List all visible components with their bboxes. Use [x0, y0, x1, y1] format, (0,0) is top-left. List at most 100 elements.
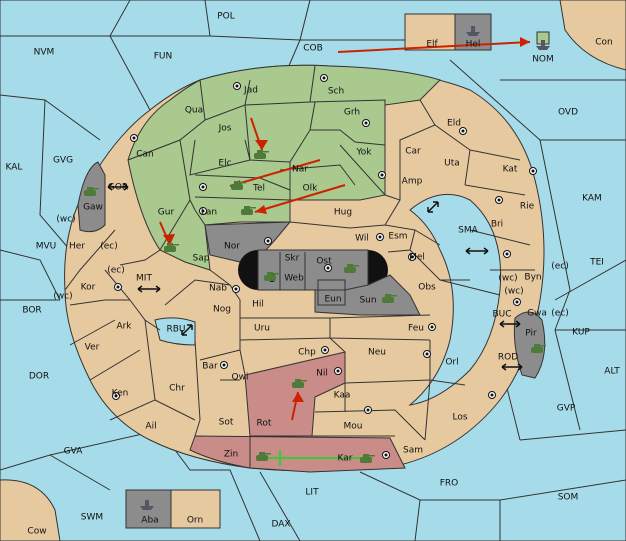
army-unit-sun[interactable]: [382, 294, 397, 303]
label-dax: DAX: [271, 520, 290, 530]
order-olk-lan: [254, 184, 346, 213]
label-ken: Ken: [112, 389, 129, 399]
coast-label-gwa-ec: (ec): [551, 309, 569, 319]
label-gur: Gur: [158, 208, 175, 218]
coast-label-gwa-wc: (wc): [504, 287, 523, 297]
label-cow: Cow: [27, 527, 46, 537]
label-fun: FUN: [154, 52, 173, 62]
units: [84, 26, 550, 510]
label-som: SOM: [558, 493, 579, 503]
label-nvm: NVM: [34, 48, 55, 58]
label-elc: Elc: [218, 159, 231, 169]
internal-borders: [64, 65, 535, 468]
territory-zin-kar: [189, 435, 406, 473]
label-sam: Sam: [403, 446, 423, 456]
territory-elf[interactable]: [404, 13, 456, 51]
label-gor: GOR: [108, 183, 128, 193]
army-unit-zin[interactable]: [256, 452, 271, 461]
army-unit-tel[interactable]: [231, 181, 246, 190]
connection-arrows: [107, 183, 523, 371]
label-gvp: GVP: [557, 404, 576, 414]
label-car: Car: [405, 147, 421, 157]
label-esm: Esm: [388, 232, 407, 242]
label-ovd: OVD: [558, 108, 578, 118]
label-obs: Obs: [418, 283, 436, 293]
label-jad: Jad: [243, 86, 258, 96]
order-arrows: [159, 41, 531, 421]
label-hil: Hil: [252, 300, 264, 310]
fleet-unit-hel[interactable]: [466, 26, 480, 36]
army-unit-gaw[interactable]: [84, 187, 99, 196]
army-unit-elc[interactable]: [254, 150, 269, 159]
label-web: Web: [284, 274, 304, 284]
label-kal: KAL: [6, 163, 23, 173]
label-nom: NOM: [532, 55, 554, 65]
label-kaa: Kaa: [334, 391, 351, 401]
label-gaw: Gaw: [83, 203, 103, 213]
northeast-land: [404, 0, 626, 71]
army-unit-sap[interactable]: [164, 243, 179, 252]
label-ver: Ver: [85, 343, 100, 353]
green-region: [127, 64, 441, 271]
label-hug: Hug: [334, 208, 352, 218]
label-lan: Lan: [201, 208, 217, 218]
label-byn: Byn: [524, 273, 541, 283]
label-olk: Olk: [303, 184, 319, 194]
label-bar: Bar: [202, 362, 218, 372]
label-qwi: Qwi: [232, 373, 249, 383]
fleet-unit-nom[interactable]: [536, 40, 550, 50]
label-ost: Ost: [316, 257, 332, 267]
label-kam: KAM: [582, 194, 602, 204]
army-unit-ost[interactable]: [344, 264, 359, 273]
label-neu: Neu: [368, 348, 386, 358]
army-unit-web[interactable]: [264, 272, 279, 281]
label-kar: Kar: [338, 454, 353, 464]
label-mel: Mel: [409, 253, 425, 263]
label-qua: Qua: [185, 106, 203, 116]
label-kat: Kat: [503, 165, 518, 175]
army-unit-lan[interactable]: [241, 206, 256, 215]
label-sap: Sap: [193, 254, 210, 264]
label-grh: Grh: [344, 108, 360, 118]
coast-label-byn-wc: (wc): [498, 274, 517, 284]
label-bor: BOR: [22, 306, 41, 316]
label-uta: Uta: [444, 159, 460, 169]
supply-centers: [112, 74, 537, 459]
label-cob: COB: [303, 44, 323, 54]
label-amp: Amp: [402, 177, 423, 187]
label-zin: Zin: [224, 450, 238, 460]
label-nor: Nor: [224, 242, 240, 252]
label-sma: SMA: [458, 226, 478, 236]
label-eld: Eld: [447, 119, 461, 129]
label-fro: FRO: [440, 479, 459, 489]
territory-cow[interactable]: [0, 479, 61, 541]
label-tel: Tel: [252, 184, 265, 194]
label-kup: KUP: [572, 328, 590, 338]
army-unit-pir[interactable]: [531, 344, 546, 353]
label-orn: Orn: [187, 516, 203, 526]
label-aba: Aba: [141, 516, 158, 526]
label-sch: Sch: [328, 87, 344, 97]
label-ail: Ail: [145, 422, 156, 432]
label-rod: ROD: [498, 353, 518, 363]
label-mvu: MVU: [36, 242, 57, 252]
label-jos: Jos: [218, 124, 232, 134]
label-feu: Feu: [408, 324, 424, 334]
label-alt: ALT: [604, 367, 620, 377]
fleet-unit-aba[interactable]: [140, 500, 154, 510]
label-pol: POL: [217, 12, 235, 22]
territory-pir[interactable]: [513, 311, 546, 379]
label-chr: Chr: [169, 384, 185, 394]
army-unit-nil[interactable]: [292, 379, 307, 388]
territory-orn[interactable]: [170, 489, 221, 529]
order-cob-nom: [337, 41, 531, 53]
label-nab: Nab: [209, 284, 227, 294]
territory-gaw[interactable]: [77, 161, 106, 233]
label-rie: Rie: [520, 202, 535, 212]
label-her: Her: [69, 242, 85, 252]
army-unit-kar[interactable]: [360, 454, 375, 463]
label-can: Can: [136, 150, 154, 160]
label-chp: Chp: [298, 348, 316, 358]
label-con: Con: [595, 38, 613, 48]
